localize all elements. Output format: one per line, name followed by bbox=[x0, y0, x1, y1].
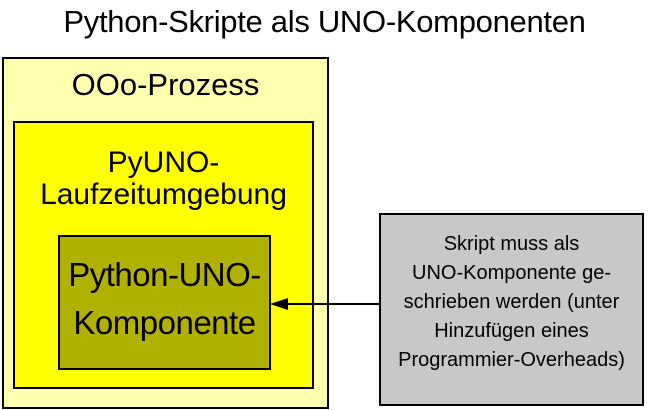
ooo-prozess-box: OOo-Prozess PyUNO- Laufzeitumgebung Pyth… bbox=[2, 57, 329, 409]
python-uno-component-label: Python-UNO- Komponente bbox=[60, 251, 269, 347]
annotation-line: Hinzufügen eines bbox=[434, 320, 589, 342]
pyuno-runtime-box: PyUNO- Laufzeitumgebung Python-UNO- Komp… bbox=[13, 121, 314, 389]
diagram-title: Python-Skripte als UNO-Komponenten bbox=[63, 4, 586, 39]
annotation-line: Programmier-Overheads) bbox=[398, 349, 625, 371]
ooo-prozess-label: OOo-Prozess bbox=[71, 67, 260, 102]
python-uno-component-box: Python-UNO- Komponente bbox=[58, 235, 271, 370]
arrowhead-left-icon bbox=[270, 298, 288, 310]
annotation-line: schrieben werden (unter bbox=[403, 291, 620, 313]
annotation-line: UNO-Komponente ge- bbox=[412, 262, 611, 284]
annotation-note-box: Skript muss als UNO-Komponente ge- schri… bbox=[379, 213, 644, 406]
pyuno-runtime-label: PyUNO- Laufzeitumgebung bbox=[15, 147, 312, 211]
python-uno-component-label-line2: Komponente bbox=[73, 304, 256, 341]
annotation-line: Skript muss als bbox=[443, 233, 580, 255]
pyuno-runtime-label-line2: Laufzeitumgebung bbox=[40, 178, 287, 211]
arrow-connector bbox=[270, 298, 380, 310]
python-uno-component-label-line1: Python-UNO- bbox=[68, 256, 261, 293]
annotation-note-text: Skript muss als UNO-Komponente ge- schri… bbox=[381, 215, 642, 375]
pyuno-runtime-label-line1: PyUNO- bbox=[107, 146, 220, 179]
